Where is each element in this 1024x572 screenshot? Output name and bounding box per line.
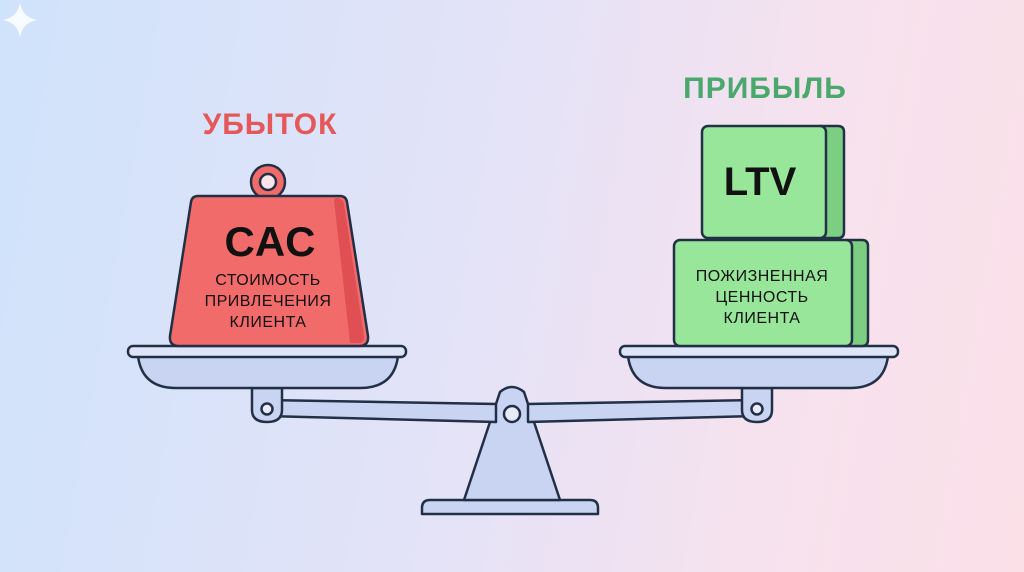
cac-desc-line: КЛИЕНТА: [229, 314, 307, 331]
scale-pivot: [502, 404, 522, 424]
scale-post: [462, 385, 562, 502]
scale-base: [420, 498, 600, 516]
left-pan-rim: [126, 344, 408, 359]
right-pan-rim: [618, 344, 900, 359]
ltv-acronym: LTV: [723, 160, 797, 204]
ltv-desc-line: КЛИЕНТА: [723, 310, 801, 327]
sparkle-icon: [2, 2, 38, 38]
cac-desc-line: ПРИВЛЕЧЕНИЯ: [204, 293, 332, 310]
scale-beam-right: [526, 398, 758, 424]
ltv-description: ПОЖИЗНЕННАЯ ЦЕННОСТЬ КЛИЕНТА: [672, 266, 852, 329]
scale-beam: [264, 398, 498, 424]
ltv-desc-line: ЦЕННОСТЬ: [715, 289, 809, 306]
left-pan: [136, 354, 400, 390]
right-pan: [626, 354, 890, 390]
weight-icon: [168, 163, 370, 348]
ltv-desc-line: ПОЖИЗНЕННАЯ: [695, 268, 829, 285]
profit-label: ПРИБЫЛЬ: [683, 72, 847, 105]
cac-acronym: CAC: [224, 218, 316, 265]
ltv-box-top: [700, 124, 846, 240]
loss-label: УБЫТОК: [202, 108, 338, 141]
cac-desc-line: СТОИМОСТЬ: [215, 272, 321, 289]
ltv-box-bottom: [672, 238, 870, 348]
cac-description: СТОИМОСТЬ ПРИВЛЕЧЕНИЯ КЛИЕНТА: [178, 270, 358, 333]
